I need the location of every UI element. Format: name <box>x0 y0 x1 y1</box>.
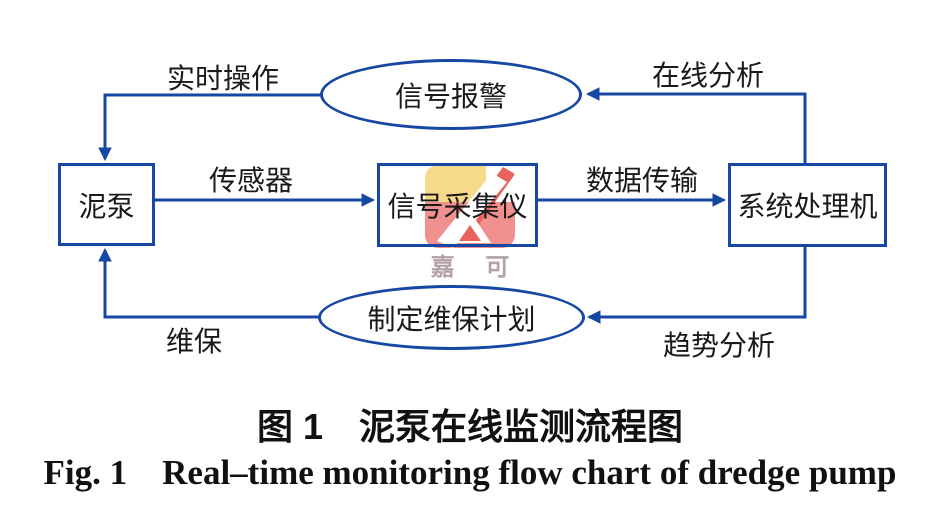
edge-label-data-transmission: 数据传输 <box>585 165 699 196</box>
arrow-plan-to-pump <box>98 247 320 319</box>
node-mud-pump-label: 泥泵 <box>78 190 135 222</box>
node-system-processor-label: 系统处理机 <box>737 191 878 222</box>
arrow-alarm-to-pump <box>98 93 320 162</box>
figure-caption-en: Fig. 1 Real–time monitoring flow chart o… <box>43 453 897 492</box>
watermark-logo-icon <box>425 165 515 248</box>
edge-label-maintenance: 维保 <box>165 326 223 357</box>
edge-label-online-analysis: 在线分析 <box>651 60 765 91</box>
node-signal-acquisition-label: 信号采集仪 <box>387 191 528 222</box>
node-maintenance-plan: 制定维保计划 <box>318 285 585 350</box>
node-mud-pump: 泥泵 <box>58 163 155 246</box>
watermark-text: 嘉 可 <box>430 254 522 281</box>
edge-label-realtime-operation: 实时操作 <box>166 63 280 94</box>
node-signal-alarm-label: 信号报警 <box>394 80 507 112</box>
edge-label-sensor: 传感器 <box>208 165 294 196</box>
node-signal-acquisition: 信号采集仪 <box>377 163 538 247</box>
arrow-processor-to-plan <box>586 247 807 324</box>
node-signal-alarm: 信号报警 <box>320 59 582 130</box>
figure-caption-zh: 图 1 泥泵在线监测流程图 <box>256 406 684 447</box>
arrow-processor-to-alarm <box>585 87 807 163</box>
edge-label-trend-analysis: 趋势分析 <box>662 330 776 361</box>
node-system-processor: 系统处理机 <box>728 163 887 247</box>
node-maintenance-plan-label: 制定维保计划 <box>367 303 536 335</box>
